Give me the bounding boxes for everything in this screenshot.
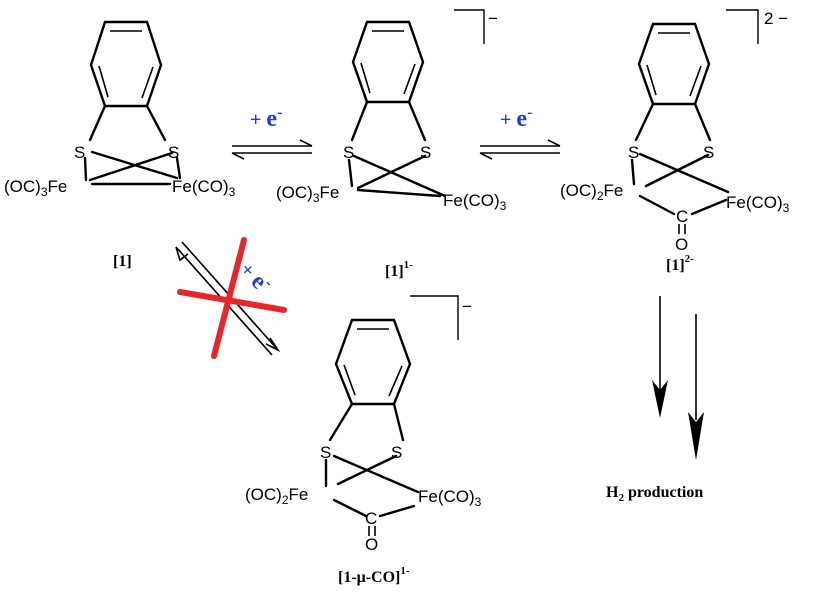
bridging-carbon: C: [676, 207, 688, 226]
benzene-ring: [351, 20, 425, 104]
iron-left: (OC)3Fe: [4, 177, 67, 199]
equilibrium-arrow-1: + e-: [231, 104, 313, 160]
sulfur-left: S: [74, 143, 85, 162]
iron-right: Fe(CO)3: [726, 193, 790, 215]
sulfur-right: S: [168, 143, 179, 162]
benzene-ring: [89, 20, 163, 108]
charge-bracket: [726, 9, 759, 44]
red-cross-mark: [177, 237, 287, 359]
compound-label-2: [1]1-: [385, 259, 413, 280]
structure-3: S S (OC)2Fe Fe(CO)3 C O 2 − [1]2-: [560, 9, 790, 274]
structure-1: S S (OC)3Fe Fe(CO)3 [1]: [4, 20, 236, 270]
compound-label-1: [1]: [113, 253, 132, 270]
benzene-ring: [637, 22, 711, 106]
sulfur-right: S: [391, 443, 402, 462]
iron-right: Fe(CO)3: [443, 191, 507, 213]
bonds: [630, 102, 730, 234]
benzene-ring: [334, 318, 412, 406]
charge-label: −: [462, 297, 472, 316]
bridging-carbon: C: [365, 509, 377, 528]
sulfur-left: S: [320, 443, 331, 462]
down-arrows: [652, 296, 704, 460]
charge-label: −: [488, 9, 498, 28]
structure-2: S S (OC)3Fe Fe(CO)3 − [1]1-: [276, 9, 507, 280]
sulfur-left: S: [343, 143, 354, 162]
equilibrium-arrow-2: + e-: [479, 104, 561, 160]
charge-label: 2 −: [764, 9, 788, 28]
h2-production-label: H2 production: [606, 484, 703, 504]
electron-label-1: + e-: [250, 104, 282, 132]
sulfur-right: S: [420, 143, 431, 162]
iron-left: (OC)2Fe: [245, 485, 308, 507]
iron-left: (OC)3Fe: [276, 183, 339, 205]
bonds: [83, 104, 182, 186]
sulfur-right: S: [703, 143, 714, 162]
charge-bracket: [454, 9, 485, 44]
structure-4: S S (OC)2Fe Fe(CO)3 C O − [1-μ-CO]1-: [245, 295, 482, 586]
bonds: [347, 100, 447, 198]
iron-left: (OC)2Fe: [560, 181, 623, 203]
charge-bracket: [410, 295, 459, 340]
iron-right: Fe(CO)3: [172, 177, 236, 199]
electron-label-2: + e-: [500, 104, 532, 132]
blocked-equilibrium-arrow: + e-: [175, 237, 287, 359]
bridging-oxygen: O: [675, 235, 688, 254]
bridging-oxygen: O: [365, 535, 378, 554]
compound-label-3: [1]2-: [666, 253, 694, 274]
iron-right: Fe(CO)3: [418, 487, 482, 509]
sulfur-left: S: [628, 143, 639, 162]
compound-label-4: [1-μ-CO]1-: [338, 565, 410, 586]
bonds: [324, 402, 420, 536]
